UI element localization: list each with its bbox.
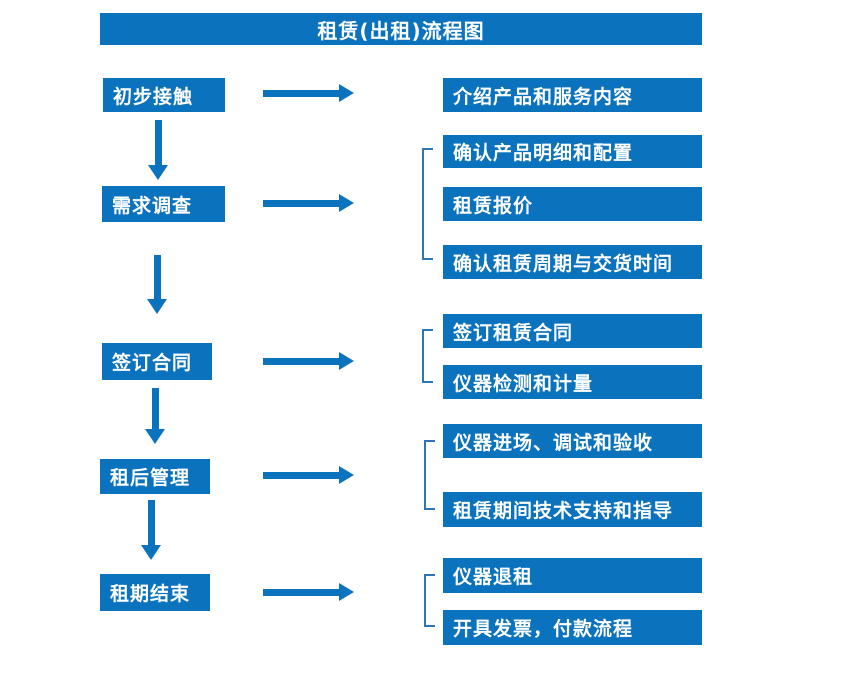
detail-box-intro-products-services: 介绍产品和服务内容: [443, 78, 702, 112]
right-arrow-2: [263, 194, 354, 212]
down-arrow-2: [147, 255, 167, 314]
right-arrow-head-icon: [339, 466, 354, 484]
detail-box-rental-tech-support: 租赁期间技术支持和指导: [443, 492, 702, 527]
stage-box-demand-survey: 需求调查: [102, 186, 225, 222]
detail-box-sign-rental-contract: 签订租赁合同: [443, 314, 702, 348]
right-arrow-stem: [263, 199, 339, 207]
detail-box-invoice-payment: 开具发票，付款流程: [443, 610, 702, 645]
group-bracket-rental-end: [424, 574, 435, 627]
detail-box-confirm-rental-period: 确认租赁周期与交货时间: [443, 245, 702, 279]
group-bracket-post-rental-management: [424, 440, 435, 510]
down-arrow-head-icon: [147, 299, 167, 314]
detail-box-instrument-inspection: 仪器检测和计量: [443, 365, 702, 399]
stage-box-post-rental-management: 租后管理: [100, 459, 210, 494]
down-arrow-head-icon: [145, 429, 165, 444]
down-arrow-3: [145, 388, 165, 444]
right-arrow-head-icon: [339, 84, 354, 102]
right-arrow-4: [263, 466, 354, 484]
detail-box-rental-quote: 租赁报价: [443, 187, 702, 221]
detail-box-instrument-setup-acceptance: 仪器进场、调试和验收: [443, 424, 702, 458]
right-arrow-head-icon: [339, 194, 354, 212]
right-arrow-1: [263, 84, 354, 102]
detail-box-confirm-product-details: 确认产品明细和配置: [443, 135, 702, 168]
right-arrow-head-icon: [339, 352, 354, 370]
down-arrow-head-icon: [148, 165, 168, 180]
down-arrow-head-icon: [141, 545, 161, 560]
down-arrow-1: [148, 120, 168, 180]
right-arrow-stem: [263, 471, 339, 479]
stage-box-rental-end: 租期结束: [100, 574, 210, 611]
right-arrow-stem: [263, 89, 339, 97]
down-arrow-stem: [154, 120, 162, 165]
right-arrow-3: [263, 352, 354, 370]
right-arrow-stem: [263, 357, 339, 365]
right-arrow-head-icon: [339, 583, 354, 601]
page-title: 租赁(出租)流程图: [100, 13, 702, 45]
detail-box-instrument-return: 仪器退租: [443, 558, 702, 593]
down-arrow-stem: [151, 388, 159, 429]
stage-box-contract-signing: 签订合同: [102, 343, 212, 380]
group-bracket-contract-signing: [422, 329, 433, 383]
stage-box-initial-contact: 初步接触: [103, 78, 225, 112]
down-arrow-stem: [147, 500, 155, 545]
right-arrow-stem: [263, 588, 339, 596]
group-bracket-demand-survey: [422, 148, 433, 260]
right-arrow-5: [263, 583, 354, 601]
down-arrow-4: [141, 500, 161, 560]
down-arrow-stem: [153, 255, 161, 299]
